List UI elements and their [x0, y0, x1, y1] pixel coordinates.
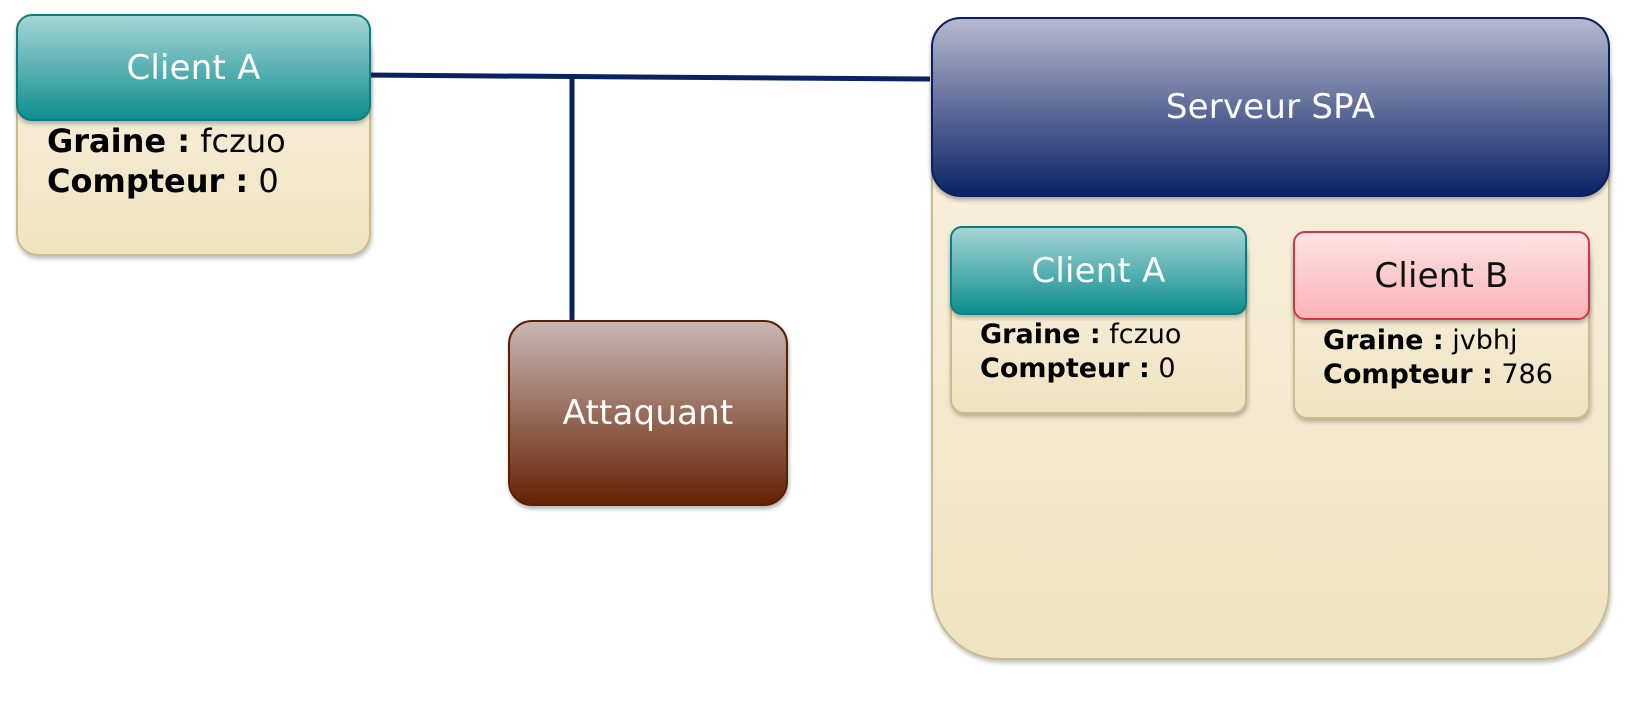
seed-label: Graine : [980, 319, 1101, 350]
seed-value: fczuo [1109, 319, 1182, 350]
server-client-a-header: Client A [950, 226, 1247, 315]
counter-value: 0 [258, 162, 279, 200]
server-client-b-title: Client B [1374, 255, 1509, 296]
client-a-fields: Graine : fczuo Compteur : 0 [47, 121, 286, 201]
server-client-b-seed-row: Graine : jvbhj [1323, 324, 1553, 358]
client-a-counter-row: Compteur : 0 [47, 161, 286, 201]
counter-value: 786 [1501, 358, 1553, 390]
server-client-a-fields: Graine : fczuo Compteur : 0 [980, 318, 1181, 386]
client-a-header: Client A [16, 14, 371, 121]
client-a-title: Client A [126, 47, 261, 88]
server-title: Serveur SPA [1165, 87, 1376, 127]
seed-value: fczuo [200, 122, 286, 160]
counter-label: Compteur : [1323, 358, 1493, 390]
attacker-title: Attaquant [562, 393, 734, 433]
seed-label: Graine : [47, 122, 191, 160]
counter-label: Compteur : [980, 352, 1150, 384]
counter-label: Compteur : [47, 162, 249, 200]
server-client-a-title: Client A [1031, 250, 1166, 291]
link-client-to-server [355, 72, 931, 82]
counter-value: 0 [1158, 352, 1176, 384]
server-client-a-counter-row: Compteur : 0 [980, 352, 1181, 386]
server-client-b-fields: Graine : jvbhj Compteur : 786 [1323, 324, 1553, 392]
server-client-a-seed-row: Graine : fczuo [980, 318, 1181, 352]
seed-value: jvbhj [1452, 325, 1518, 356]
client-a-seed-row: Graine : fczuo [47, 121, 286, 161]
server-client-b-header: Client B [1293, 231, 1590, 320]
server-header: Serveur SPA [931, 17, 1610, 197]
server-client-b-counter-row: Compteur : 786 [1323, 358, 1553, 392]
attacker-node: Attaquant [508, 320, 788, 506]
seed-label: Graine : [1323, 325, 1444, 356]
